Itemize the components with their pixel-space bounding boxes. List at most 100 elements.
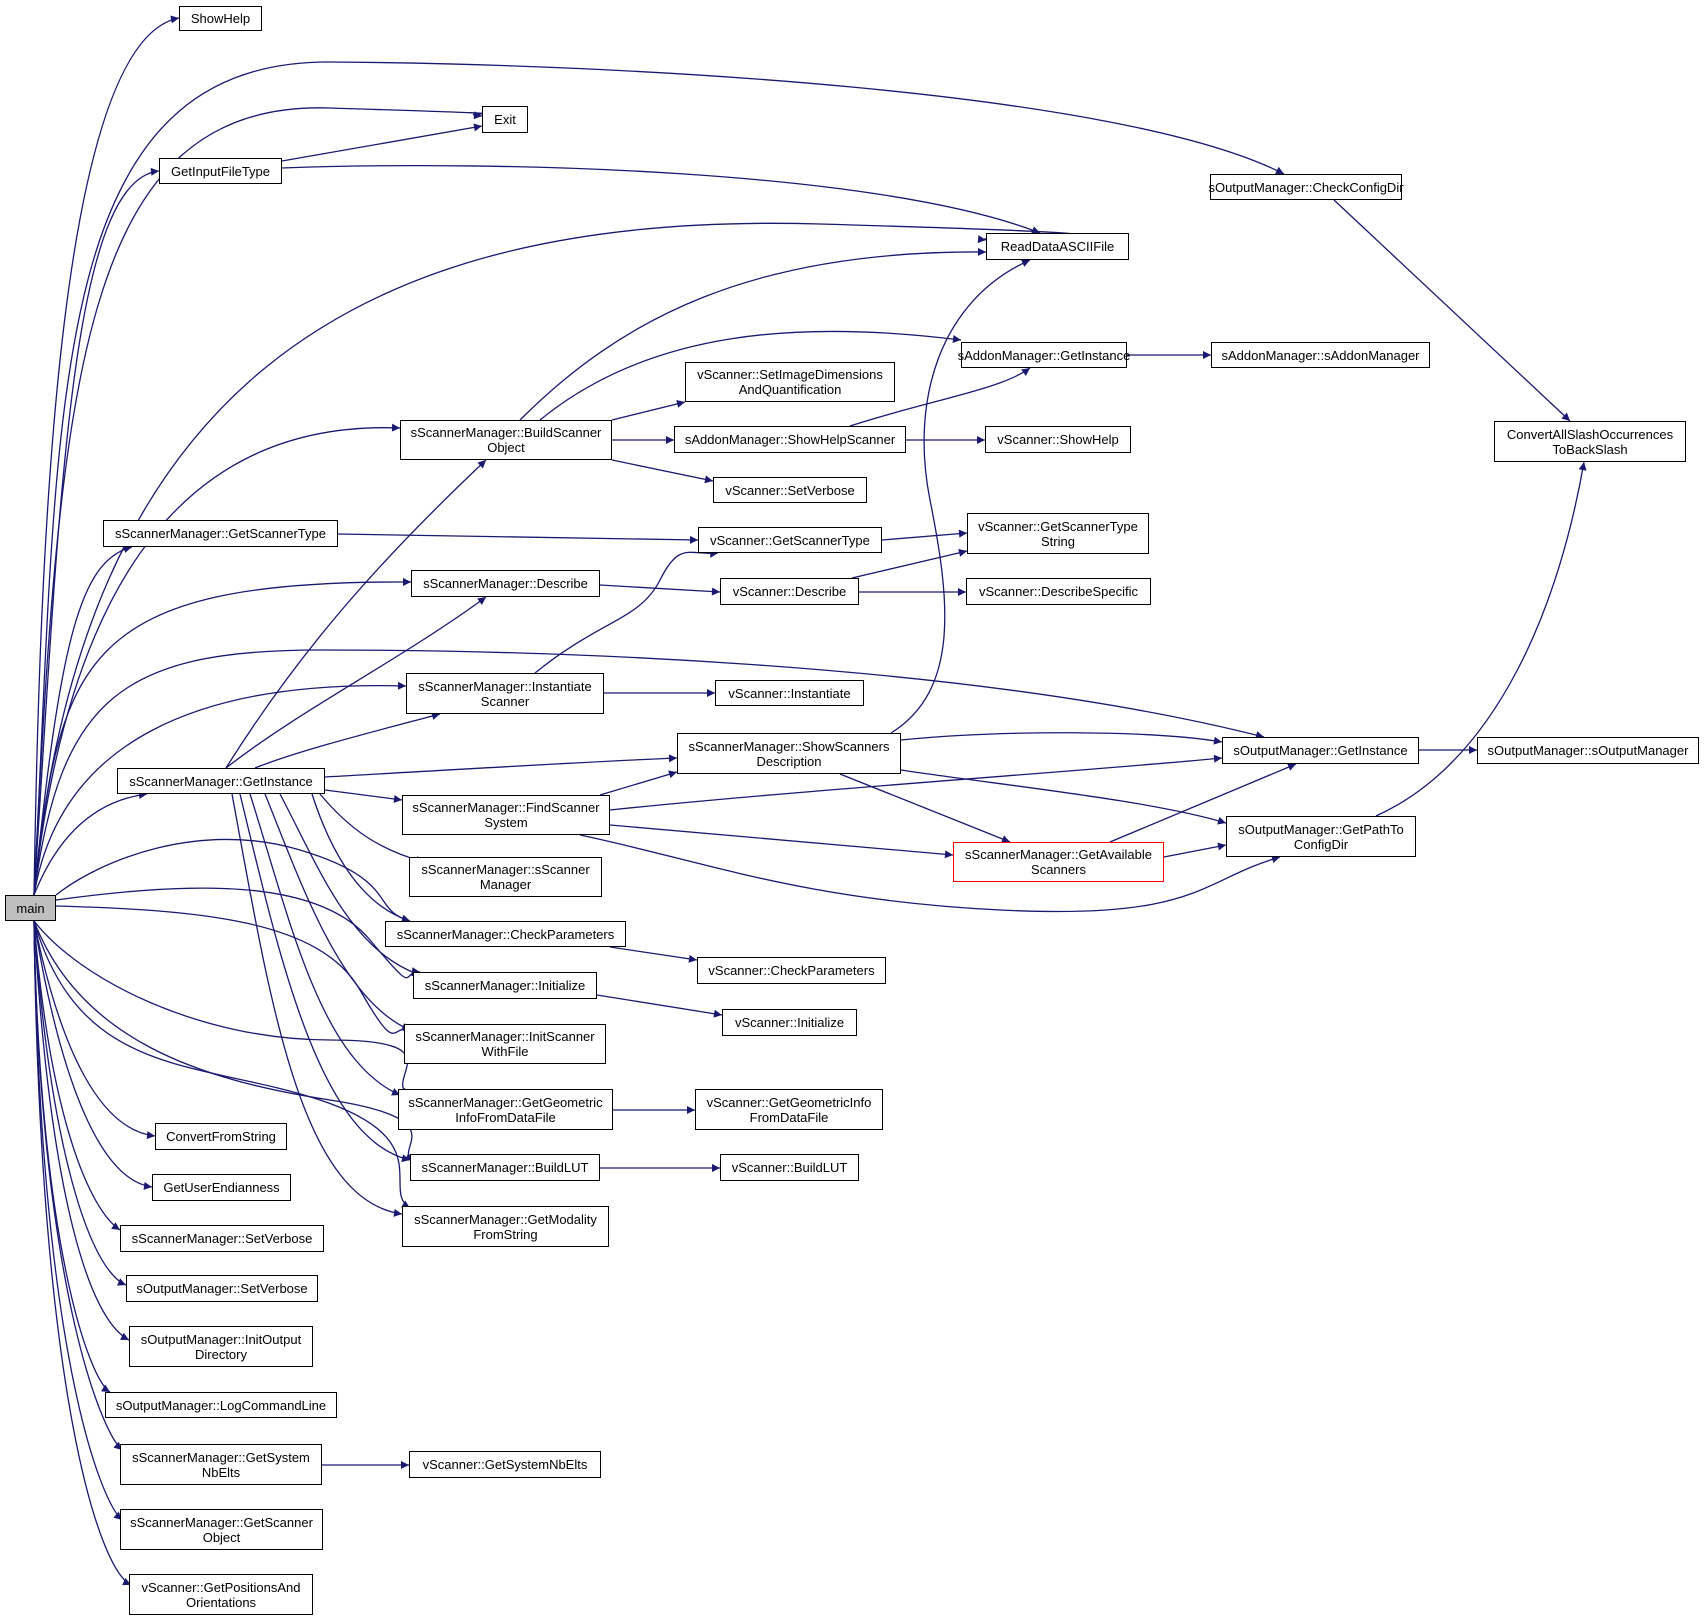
- edge-main-to-sm-describe: [33, 577, 412, 896]
- node-output-check-config-dir[interactable]: sOutputManager::CheckConfigDir: [1208, 174, 1404, 200]
- edge-main-to-sm-get-instance: [33, 791, 148, 896]
- node-addon-get-instance[interactable]: sAddonManager::GetInstance: [958, 342, 1130, 368]
- edge-sm-get-instance-to-sm-check-parameters: [311, 793, 411, 923]
- node-get-user-endianness[interactable]: GetUserEndianness: [152, 1174, 291, 1201]
- edge-main-to-output-log-command-line: [33, 920, 111, 1393]
- edge-sm-get-instance-to-sm-instantiate-scanner: [254, 712, 441, 769]
- edge-sm-show-scanners-description-to-output-get-instance: [900, 732, 1223, 745]
- edge-main-to-get-input-file-type: [33, 167, 160, 896]
- edge-build-scanner-object-to-v-set-verbose: [611, 459, 714, 484]
- node-convert-from-string[interactable]: ConvertFromString: [155, 1123, 287, 1150]
- edge-sm-find-scanner-system-to-sm-get-available-scanners: [609, 824, 954, 859]
- node-output-ctor[interactable]: sOutputManager::sOutputManager: [1477, 737, 1699, 764]
- edge-sm-instantiate-scanner-to-v-get-scanner-type: [534, 549, 719, 674]
- node-read-data-ascii-file[interactable]: ReadDataASCIIFile: [986, 233, 1129, 260]
- node-sm-check-parameters[interactable]: sScannerManager::CheckParameters: [385, 921, 626, 947]
- node-v-describe[interactable]: vScanner::Describe: [720, 578, 859, 605]
- edge-output-check-config-dir-to-convert-slash: [1333, 199, 1571, 422]
- edge-sm-get-instance-to-sm-build-lut: [239, 793, 411, 1163]
- node-output-get-instance[interactable]: sOutputManager::GetInstance: [1222, 737, 1419, 764]
- edge-main-to-sm-get-scanner-object: [33, 920, 123, 1521]
- edge-main-to-output-set-verbose: [33, 920, 127, 1286]
- node-v-get-system-nb-elts[interactable]: vScanner::GetSystemNbElts: [409, 1451, 601, 1478]
- edge-output-get-path-to-config-dir-to-convert-slash: [1375, 461, 1587, 817]
- edge-sm-initialize-to-v-initialize: [596, 994, 723, 1018]
- edge-main-to-show-help: [33, 15, 180, 896]
- edge-main-to-sm-instantiate-scanner: [33, 681, 407, 896]
- edge-main-to-sm-init-scanner-with-file: [55, 905, 413, 1034]
- edge-sm-get-instance-to-sm-find-scanner-system: [324, 789, 403, 803]
- node-sm-initialize[interactable]: sScannerManager::Initialize: [413, 972, 597, 999]
- node-addon-show-help-scanner[interactable]: sAddonManager::ShowHelpScanner: [674, 426, 906, 453]
- node-addon-ctor[interactable]: sAddonManager::sAddonManager: [1211, 342, 1430, 368]
- node-exit[interactable]: Exit: [482, 106, 528, 133]
- edge-get-input-file-type-to-read-data-ascii-file: [281, 164, 1041, 234]
- node-v-set-verbose[interactable]: vScanner::SetVerbose: [713, 477, 867, 503]
- edge-main-to-sm-set-verbose: [33, 920, 121, 1231]
- edge-sm-describe-to-v-describe: [599, 584, 721, 596]
- edge-sm-show-scanners-description-to-sm-get-available-scanners: [839, 773, 1011, 843]
- edge-sm-show-scanners-description-to-output-get-path-to-config-dir: [900, 769, 1227, 825]
- edge-sm-find-scanner-system-to-output-get-path-to-config-dir: [579, 834, 1281, 913]
- node-show-help[interactable]: ShowHelp: [179, 6, 262, 31]
- node-v-show-help[interactable]: vScanner::ShowHelp: [985, 426, 1131, 453]
- edge-addon-show-help-scanner-to-addon-get-instance: [849, 367, 1031, 427]
- edge-build-scanner-object-to-read-data-ascii-file: [519, 247, 987, 421]
- node-sm-get-instance[interactable]: sScannerManager::GetInstance: [117, 768, 325, 794]
- edge-main-to-sm-initialize: [55, 887, 421, 979]
- edge-sm-get-instance-to-sm-get-geometric-info: [249, 793, 401, 1096]
- edge-main-to-sm-check-parameters: [55, 838, 411, 923]
- edge-v-get-scanner-type-to-v-get-scanner-type-string: [881, 529, 968, 541]
- edge-sm-get-instance-to-sm-get-modality: [231, 793, 403, 1217]
- node-output-log-command-line[interactable]: sOutputManager::LogCommandLine: [105, 1392, 337, 1418]
- edge-sm-get-scanner-type-to-v-get-scanner-type: [337, 533, 699, 544]
- edge-main-to-output-init-output-directory: [33, 920, 130, 1341]
- node-sm-build-lut[interactable]: sScannerManager::BuildLUT: [410, 1154, 600, 1181]
- edge-main-to-sm-get-modality: [33, 920, 411, 1209]
- edge-main-to-output-get-instance: [33, 649, 1265, 896]
- node-v-instantiate[interactable]: vScanner::Instantiate: [715, 680, 864, 706]
- node-v-initialize[interactable]: vScanner::Initialize: [722, 1009, 857, 1036]
- node-v-get-scanner-type[interactable]: vScanner::GetScannerType: [698, 527, 882, 553]
- edge-sm-get-available-scanners-to-output-get-path-to-config-dir: [1163, 842, 1227, 858]
- node-main: main: [5, 895, 56, 921]
- node-v-build-lut[interactable]: vScanner::BuildLUT: [720, 1154, 859, 1181]
- edge-v-describe-to-v-get-scanner-type-string: [851, 548, 968, 579]
- edge-main-to-sm-get-scanner-type: [33, 545, 133, 896]
- node-output-set-verbose[interactable]: sOutputManager::SetVerbose: [126, 1275, 318, 1302]
- edge-sm-get-instance-to-sm-initialize: [279, 793, 421, 977]
- node-get-input-file-type[interactable]: GetInputFileType: [159, 158, 282, 184]
- edge-main-to-build-scanner-object: [33, 423, 401, 896]
- node-v-describe-specific[interactable]: vScanner::DescribeSpecific: [966, 578, 1151, 605]
- node-sm-describe[interactable]: sScannerManager::Describe: [411, 570, 600, 597]
- edge-main-to-v-get-positions: [33, 920, 132, 1586]
- node-v-check-parameters[interactable]: vScanner::CheckParameters: [697, 957, 886, 984]
- edge-sm-check-parameters-to-v-check-parameters: [609, 946, 698, 963]
- edge-sm-get-instance-to-sm-init-scanner-with-file: [264, 793, 411, 1031]
- node-sm-set-verbose[interactable]: sScannerManager::SetVerbose: [120, 1225, 324, 1252]
- node-sm-get-scanner-type[interactable]: sScannerManager::GetScannerType: [103, 520, 338, 547]
- edge-sm-find-scanner-system-to-output-get-instance: [609, 754, 1223, 811]
- edge-sm-show-scanners-description-to-read-data-ascii-file: [890, 259, 1031, 734]
- edge-main-to-output-check-config-dir: [33, 61, 1285, 896]
